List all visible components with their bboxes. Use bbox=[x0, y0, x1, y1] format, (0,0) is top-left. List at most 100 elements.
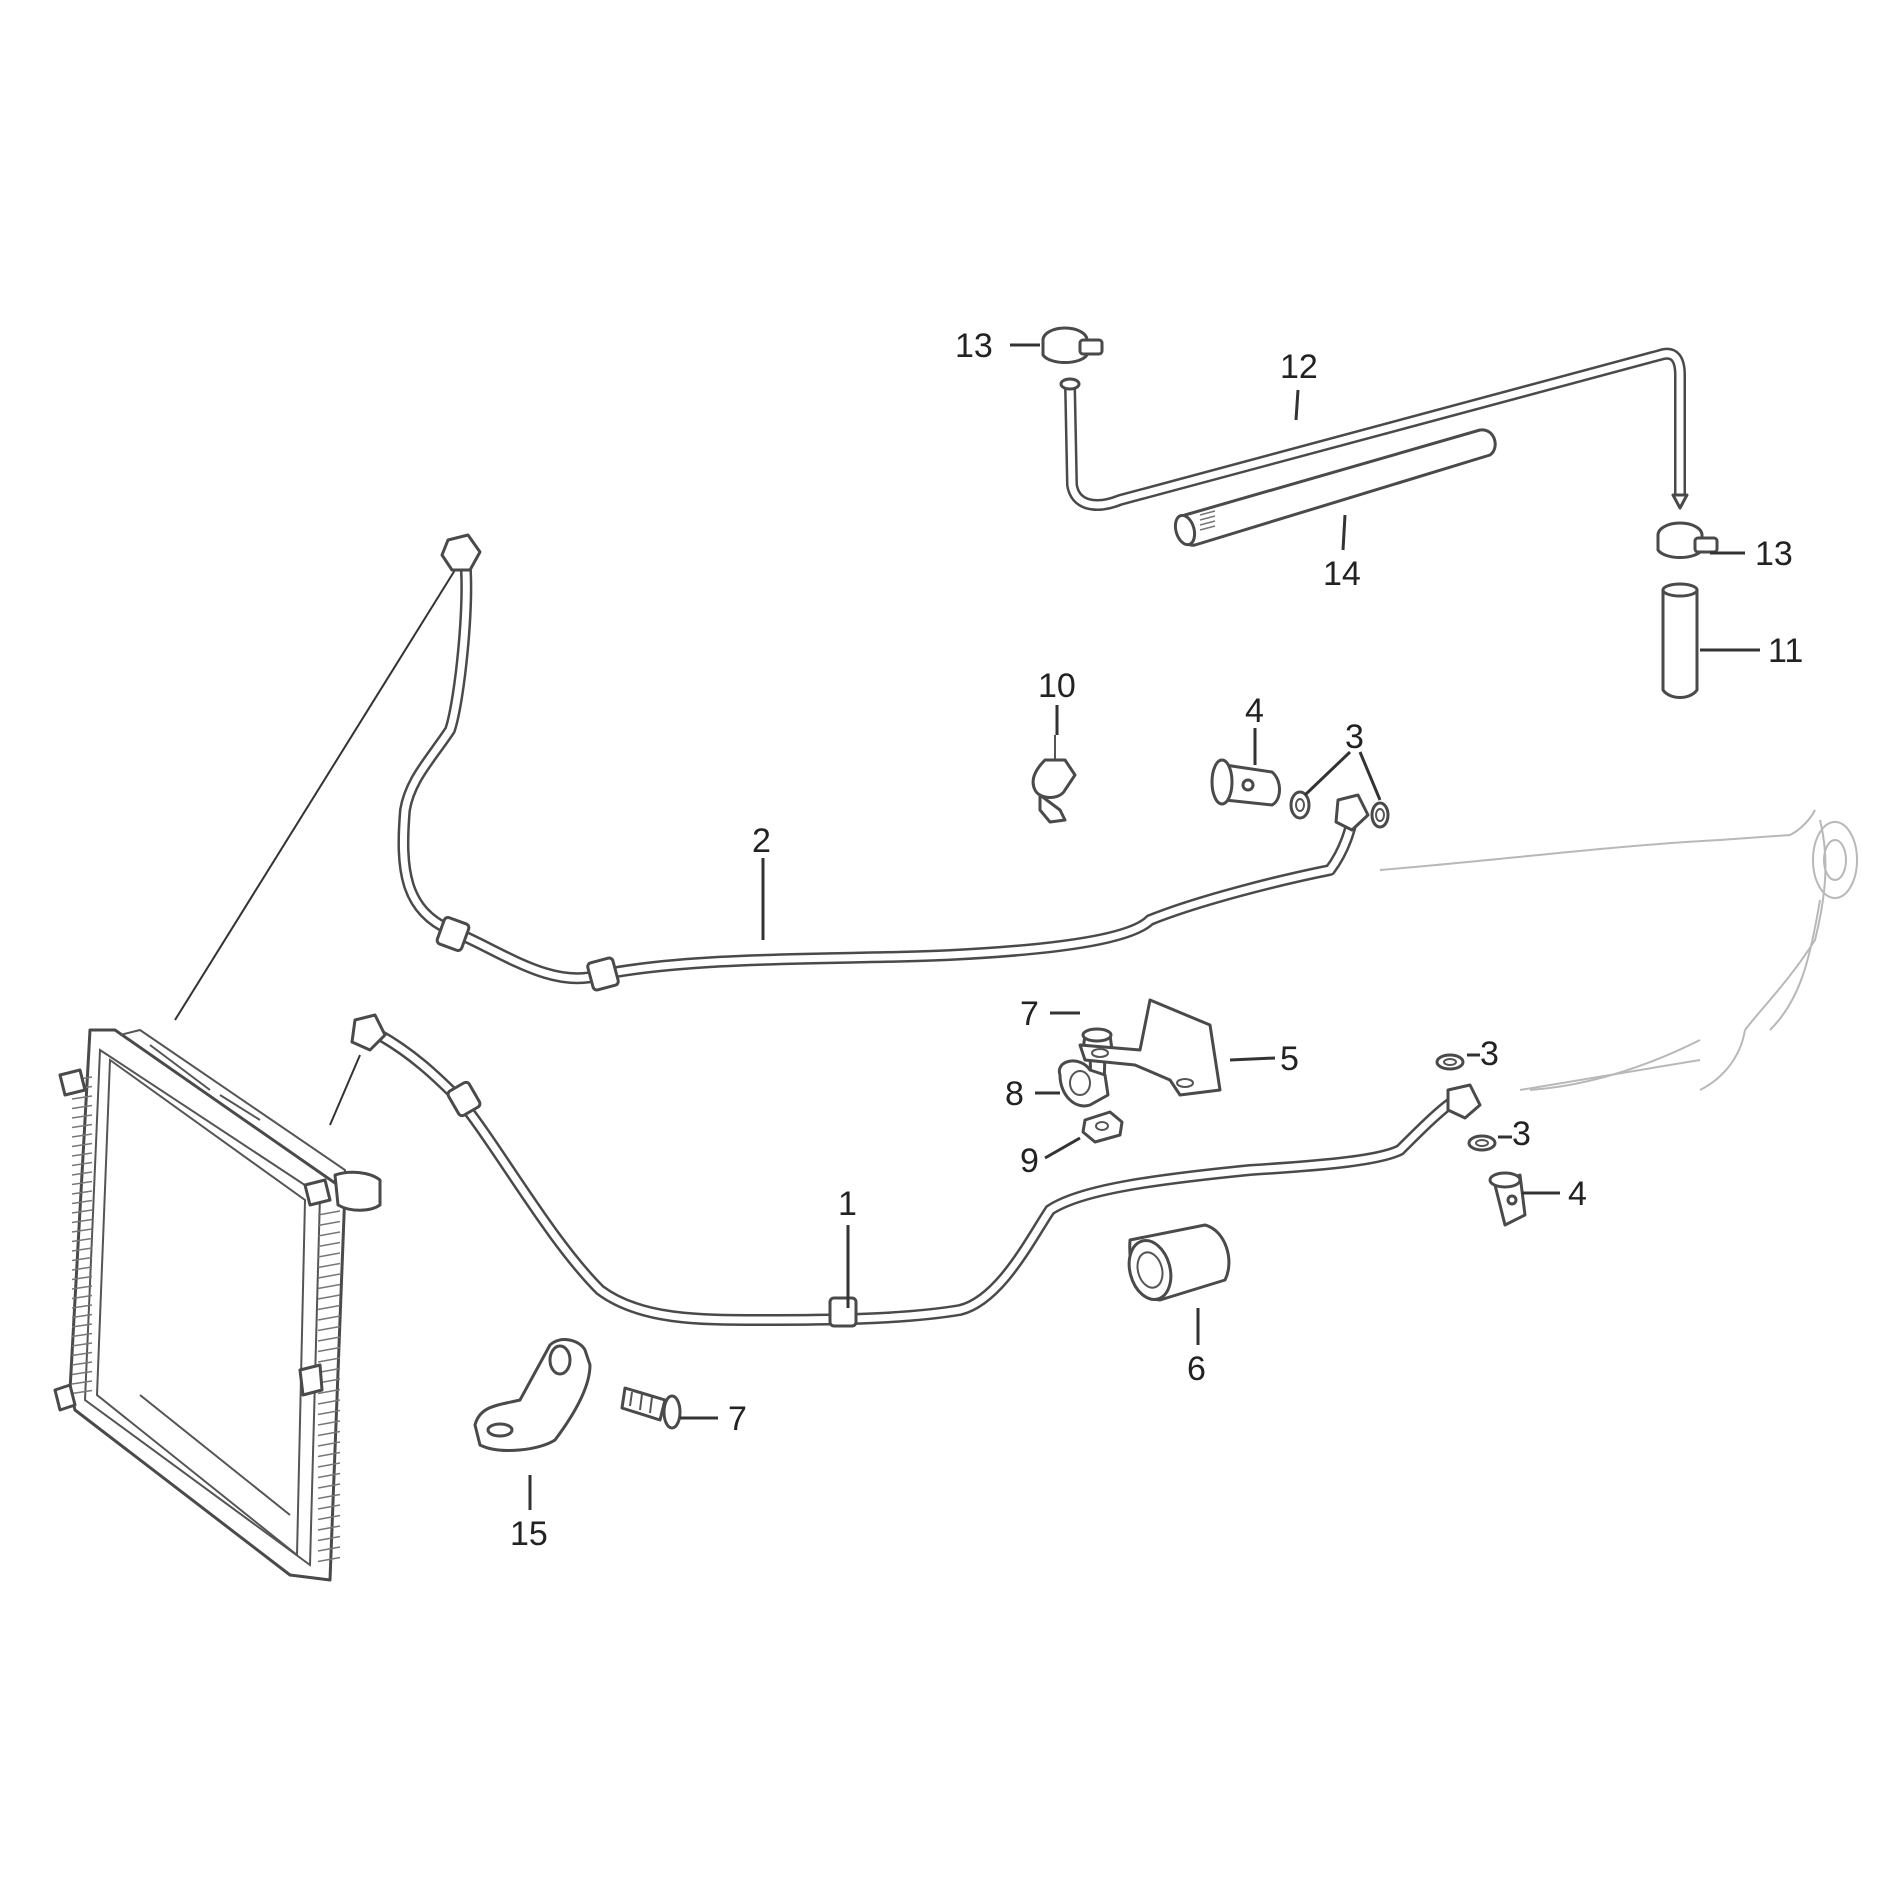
radiator-fin bbox=[71, 1380, 93, 1385]
radiator-fin bbox=[71, 1342, 93, 1347]
callout-7-lower: 7 bbox=[728, 1400, 747, 1438]
radiator-fin bbox=[317, 1252, 341, 1258]
callout-2: 2 bbox=[752, 822, 771, 860]
callout-10: 10 bbox=[1038, 667, 1076, 705]
bracket-5 bbox=[1078, 998, 1222, 1097]
radiator-fin bbox=[71, 1171, 93, 1176]
washer-3-c bbox=[1435, 1053, 1465, 1071]
radiator-fin bbox=[317, 1462, 341, 1468]
radiator-fin bbox=[317, 1483, 341, 1489]
cooler-line-lower bbox=[350, 1013, 1482, 1328]
hose-clamp-13-bottom bbox=[1656, 521, 1719, 559]
callout-12: 12 bbox=[1280, 348, 1318, 386]
radiator-fin bbox=[71, 1218, 93, 1224]
clamp-8 bbox=[1057, 1059, 1110, 1108]
transmission-outline bbox=[1379, 809, 1858, 1091]
bracket-15 bbox=[473, 1338, 592, 1452]
washer-3-a bbox=[1289, 790, 1311, 820]
radiator-fin bbox=[317, 1294, 341, 1300]
radiator-fin bbox=[71, 1256, 93, 1262]
cooler-line-upper bbox=[397, 533, 1370, 992]
radiator-fin bbox=[317, 1336, 341, 1342]
radiator-fin bbox=[317, 1441, 341, 1447]
radiator-fin bbox=[317, 1241, 341, 1248]
radiator-fin bbox=[317, 1399, 341, 1405]
radiator-fin bbox=[317, 1514, 341, 1521]
radiator-fin bbox=[71, 1370, 93, 1376]
bolt-7-lower bbox=[620, 1386, 682, 1430]
radiator-fin bbox=[317, 1504, 341, 1510]
radiator-fin bbox=[317, 1388, 341, 1395]
callout-leaders bbox=[528, 343, 1760, 1510]
hose-clamp-13-top bbox=[1041, 326, 1104, 364]
radiator bbox=[53, 1028, 382, 1582]
washer-3-b bbox=[1370, 801, 1390, 829]
radiator-fin bbox=[71, 1275, 93, 1281]
radiator-fin bbox=[71, 1285, 93, 1290]
callout-5: 5 bbox=[1280, 1040, 1299, 1078]
radiator-leaders bbox=[174, 569, 456, 1126]
radiator-fin bbox=[71, 1104, 93, 1110]
radiator-fin bbox=[317, 1304, 341, 1311]
callout-7-upper: 7 bbox=[1020, 995, 1039, 1033]
radiator-fin bbox=[71, 1114, 93, 1119]
radiator-fin bbox=[317, 1420, 341, 1426]
radiator-fin bbox=[71, 1142, 93, 1148]
radiator-fin bbox=[317, 1283, 341, 1290]
radiator-fin bbox=[317, 1535, 341, 1542]
radiator-fin bbox=[71, 1190, 93, 1195]
hose-11 bbox=[1661, 582, 1699, 699]
radiator-fin bbox=[71, 1351, 93, 1357]
radiator-fin bbox=[71, 1209, 93, 1214]
banjo-bolt-4-lower bbox=[1488, 1171, 1527, 1227]
radiator-fin bbox=[71, 1237, 93, 1243]
radiator-fin bbox=[71, 1247, 93, 1252]
callout-3-upper: 3 bbox=[1345, 718, 1364, 756]
sleeve-14 bbox=[1173, 428, 1497, 547]
radiator-fin bbox=[317, 1262, 341, 1269]
radiator-fin bbox=[317, 1451, 341, 1458]
radiator-fin bbox=[317, 1430, 341, 1437]
callout-9: 9 bbox=[1020, 1142, 1039, 1180]
radiator-fin bbox=[317, 1493, 341, 1500]
radiator-fin bbox=[71, 1161, 93, 1167]
radiator-fin bbox=[71, 1389, 93, 1395]
radiator-fin bbox=[71, 1323, 93, 1328]
radiator-fin bbox=[317, 1357, 341, 1363]
radiator-fin bbox=[71, 1180, 93, 1186]
radiator-fin bbox=[317, 1525, 341, 1531]
radiator-fin bbox=[71, 1095, 93, 1100]
radiator-fin bbox=[317, 1556, 341, 1563]
radiator-fin bbox=[71, 1361, 93, 1366]
sleeve-label-patch bbox=[1199, 510, 1216, 531]
radiator-fin bbox=[317, 1220, 341, 1227]
radiator-fin bbox=[71, 1123, 93, 1129]
washer-3-d bbox=[1467, 1134, 1497, 1152]
radiator-fin bbox=[317, 1210, 341, 1216]
radiator-fin bbox=[317, 1325, 341, 1332]
callout-4-upper: 4 bbox=[1245, 692, 1264, 730]
radiator-fin bbox=[71, 1228, 93, 1233]
radiator-fin bbox=[317, 1273, 341, 1279]
callout-8: 8 bbox=[1005, 1075, 1024, 1113]
callout-labels: 13 12 14 13 11 10 4 3 2 7 5 8 9 3 3 4 1 … bbox=[510, 327, 1803, 1553]
callout-13-top: 13 bbox=[955, 327, 993, 365]
radiator-fin bbox=[71, 1133, 93, 1138]
callout-3-right-b: 3 bbox=[1512, 1115, 1531, 1153]
radiator-fin bbox=[317, 1231, 341, 1237]
radiator-fin bbox=[317, 1409, 341, 1416]
nut-9 bbox=[1081, 1110, 1124, 1144]
clip-10 bbox=[1031, 735, 1077, 824]
callout-4-lower: 4 bbox=[1568, 1175, 1587, 1213]
callout-11: 11 bbox=[1768, 632, 1803, 670]
vent-tube-12 bbox=[1059, 347, 1689, 511]
banjo-bolt-4-upper bbox=[1210, 758, 1281, 807]
radiator-fin bbox=[317, 1315, 341, 1321]
radiator-fin bbox=[71, 1199, 93, 1205]
callout-15: 15 bbox=[510, 1515, 548, 1553]
radiator-fin bbox=[71, 1266, 93, 1271]
callout-1: 1 bbox=[838, 1185, 857, 1223]
radiator-fin bbox=[317, 1546, 341, 1552]
callout-14: 14 bbox=[1323, 555, 1361, 593]
